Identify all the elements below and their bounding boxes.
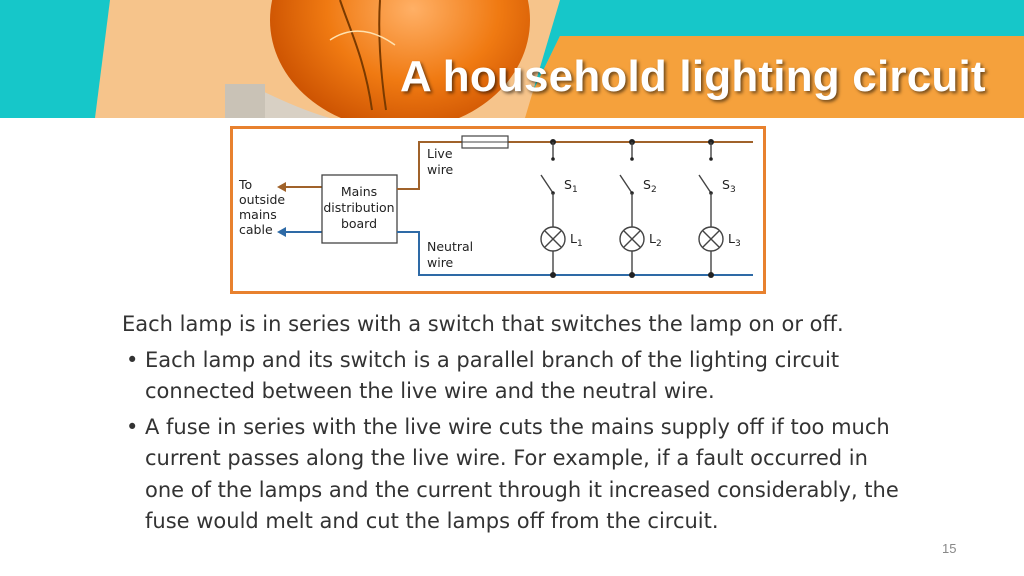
bullet-list: • Each lamp and its switch is a parallel… — [122, 345, 902, 538]
bullet-item: • Each lamp and its switch is a parallel… — [122, 345, 902, 408]
slide-number: 15 — [942, 541, 957, 556]
switch-2 — [619, 174, 633, 194]
live-label-2: wire — [427, 162, 454, 177]
outside-label-1: To — [238, 177, 252, 192]
live-arrow-head — [277, 182, 286, 192]
header-banner: A household lighting circuit — [0, 0, 1024, 118]
neutral-wire — [397, 231, 753, 276]
slide-title: A household lighting circuit — [400, 52, 986, 101]
slide-body: Each lamp is in series with a switch tha… — [122, 309, 902, 542]
intro-text: Each lamp is in series with a switch tha… — [122, 312, 844, 336]
board-label-1: Mains — [341, 184, 377, 199]
outside-label-2: outside — [239, 192, 285, 207]
outside-label-3: mains — [239, 207, 277, 222]
lamp-1-label: L1 — [570, 231, 583, 249]
lamp-3-label: L3 — [728, 231, 741, 249]
outside-label-4: cable — [239, 222, 273, 237]
switch-1-label: S1 — [564, 177, 578, 195]
board-label-2: distribution — [323, 200, 394, 215]
board-label-3: board — [341, 216, 377, 231]
switch-3-label: S3 — [722, 177, 736, 195]
neutral-label-1: Neutral — [427, 239, 473, 254]
live-label-1: Live — [427, 146, 453, 161]
distribution-board — [321, 174, 398, 244]
branch-2: S2 L2 — [619, 139, 662, 278]
light-bulb-image — [225, 0, 530, 118]
live-wire — [397, 141, 753, 190]
circuit-svg: To outside mains cable Mains distributio… — [238, 135, 753, 278]
bullet-text: Each lamp and its switch is a parallel b… — [145, 347, 840, 404]
switch-2-label: S2 — [643, 177, 657, 195]
bullet-text: A fuse in series with the live wire cuts… — [145, 414, 899, 534]
branch-3: S3 L3 — [698, 139, 741, 278]
switch-1 — [540, 174, 554, 194]
bullet-marker: • — [126, 414, 139, 439]
neutral-arrow-head — [277, 227, 286, 237]
lamp-2-label: L2 — [649, 231, 662, 249]
neutral-label-2: wire — [427, 255, 454, 270]
bullet-item: • A fuse in series with the live wire cu… — [122, 412, 902, 538]
switch-3 — [698, 174, 712, 194]
branch-1: S1 L1 — [540, 139, 583, 278]
circuit-diagram: To outside mains cable Mains distributio… — [230, 126, 766, 294]
bullet-marker: • — [126, 347, 139, 372]
